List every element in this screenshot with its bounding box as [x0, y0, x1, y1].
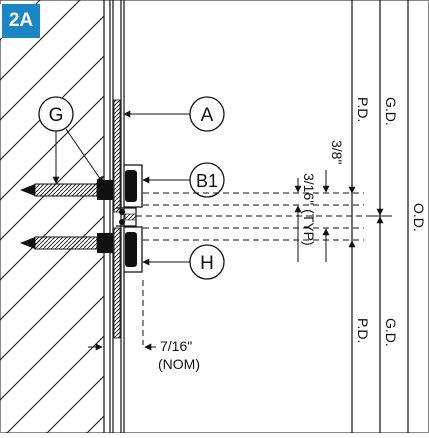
screw-upper — [20, 180, 113, 200]
callout-b1: B1 — [196, 171, 218, 191]
trim-strip-lower — [113, 227, 121, 339]
callout-a: A — [201, 105, 214, 126]
nom-label: (NOM) — [158, 356, 200, 372]
retainer-upper — [124, 164, 143, 208]
seal-upper — [125, 170, 137, 202]
nom-value: 7/16" — [160, 338, 192, 354]
pd-label-bottom: P.D. — [355, 318, 371, 343]
screw-lower — [20, 233, 113, 253]
callout-g: G — [49, 105, 64, 126]
typ-gap-label: 3/16" (TYP) — [301, 173, 317, 246]
detail-badge: 2A — [2, 4, 40, 38]
seal-lower — [125, 232, 137, 267]
pd-label-top: P.D. — [355, 97, 371, 122]
trim-strip-upper — [113, 99, 121, 213]
gd-label-top: G.D. — [383, 97, 399, 126]
od-label: O.D. — [411, 203, 427, 232]
callout-h: H — [200, 253, 214, 274]
gd-label-bottom: G.D. — [383, 318, 399, 347]
retainer-lower — [124, 226, 143, 273]
extension-lines — [136, 192, 392, 345]
gap-label: 3/8" — [329, 140, 345, 164]
